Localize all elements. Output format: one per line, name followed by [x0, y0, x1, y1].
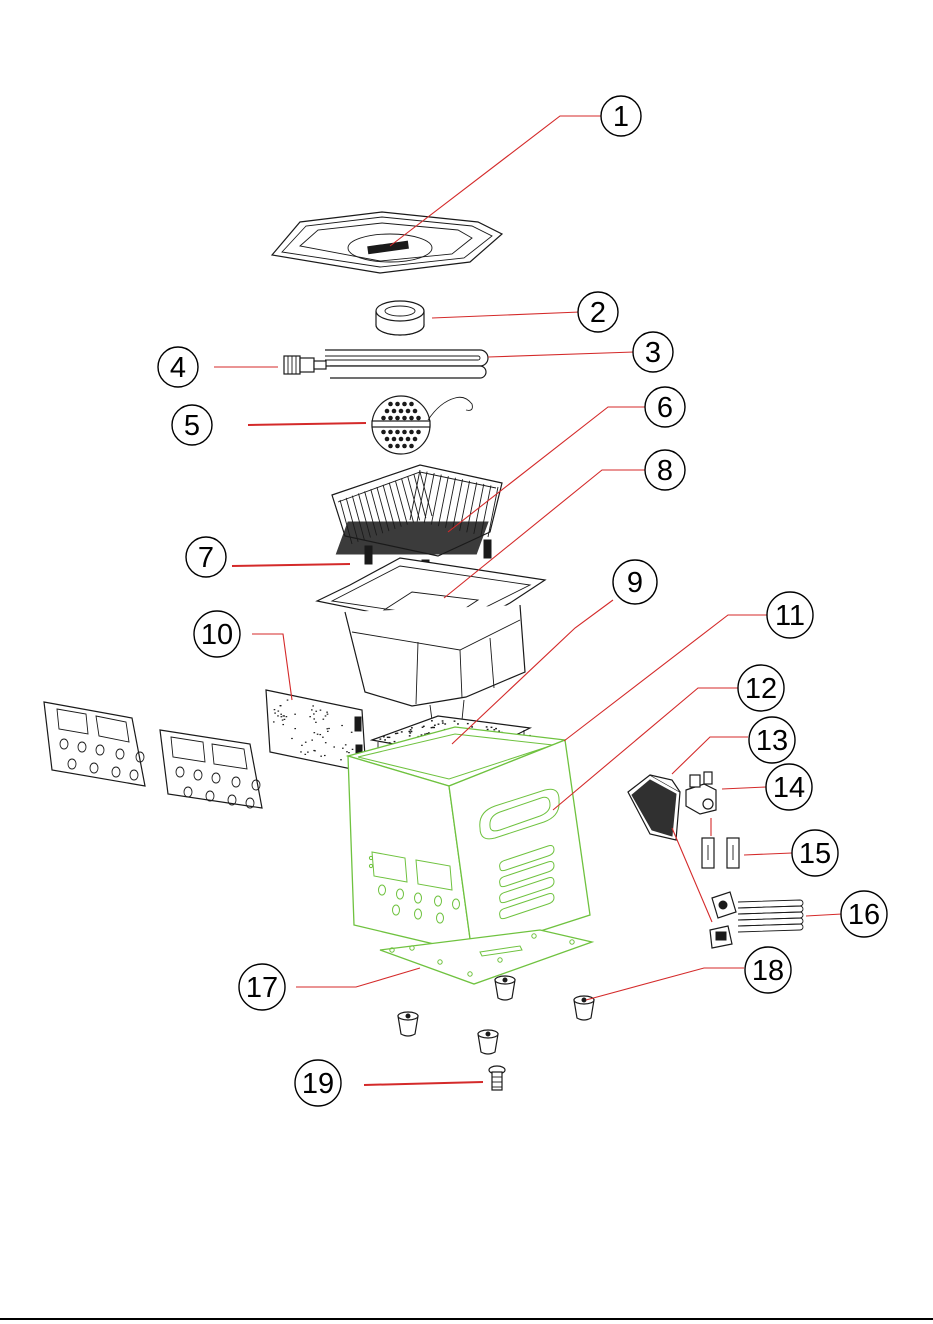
callout-number: 16 — [848, 899, 880, 931]
part-front-panel-left — [44, 702, 145, 786]
foot — [574, 996, 594, 1020]
callout-9: 9 — [613, 560, 657, 604]
callout-11: 11 — [767, 592, 813, 638]
callout-15: 15 — [792, 830, 838, 876]
leader-14 — [722, 787, 766, 789]
part-drain-strainer — [372, 396, 472, 454]
callout-number: 12 — [745, 673, 777, 705]
callout-number: 18 — [752, 955, 784, 987]
leader-16 — [806, 914, 842, 916]
callout-number: 1 — [613, 101, 629, 133]
leader-15 — [744, 853, 792, 855]
leader-10 — [252, 634, 292, 700]
callout-number: 11 — [775, 600, 805, 632]
callout-number: 19 — [302, 1068, 334, 1100]
callout-4: 4 — [158, 347, 198, 387]
callout-number: 6 — [657, 392, 673, 424]
callout-13: 13 — [749, 717, 795, 763]
leader-17 — [296, 968, 420, 987]
part-heating-element — [325, 350, 488, 378]
callout-14: 14 — [766, 764, 812, 810]
callout-number: 7 — [198, 542, 214, 574]
leader-13 — [672, 737, 748, 774]
callout-12: 12 — [738, 665, 784, 711]
callout-16: 16 — [841, 891, 887, 937]
part-tank — [317, 558, 545, 720]
callout-7: 7 — [186, 537, 226, 577]
part-switch — [686, 772, 716, 814]
callout-8: 8 — [645, 450, 685, 490]
leader-3 — [488, 352, 634, 357]
part-housing — [348, 727, 590, 953]
callout-number: 15 — [799, 838, 831, 870]
callout-number: 9 — [627, 567, 643, 599]
part-generator-box — [628, 775, 680, 840]
callout-number: 13 — [756, 725, 788, 757]
callout-number: 2 — [590, 297, 606, 329]
callout-3: 3 — [633, 332, 673, 372]
callout-1: 1 — [601, 96, 641, 136]
leader-19 — [364, 1082, 483, 1085]
callout-number: 5 — [184, 410, 200, 442]
callout-10: 10 — [194, 611, 240, 657]
leader-18 — [586, 968, 744, 1000]
callout-19: 19 — [295, 1060, 341, 1106]
part-front-panel-right — [160, 730, 262, 808]
bottom-rule — [0, 1318, 933, 1320]
callout-number: 3 — [645, 337, 661, 369]
callout-number: 10 — [201, 619, 233, 651]
part-screw — [489, 1066, 505, 1090]
leader-11 — [564, 615, 768, 741]
callout-number: 17 — [246, 972, 278, 1004]
leader-5 — [248, 423, 366, 425]
callout-number: 14 — [773, 772, 805, 804]
callout-6: 6 — [645, 387, 685, 427]
callout-number: 8 — [657, 455, 673, 487]
part-lid — [272, 212, 502, 273]
callout-5: 5 — [172, 405, 212, 445]
foot — [478, 1030, 498, 1054]
part-feet — [398, 976, 594, 1054]
callout-17: 17 — [239, 964, 285, 1010]
part-connector — [284, 356, 326, 374]
leader-2 — [432, 312, 580, 318]
callout-number: 4 — [170, 352, 186, 384]
foot — [495, 976, 515, 1000]
callout-2: 2 — [578, 292, 618, 332]
part-power-cord — [710, 892, 803, 948]
leader-7 — [232, 564, 350, 566]
part-fuses — [702, 838, 739, 868]
part-cap — [376, 301, 424, 335]
foot — [398, 1012, 418, 1036]
callout-18: 18 — [745, 947, 791, 993]
